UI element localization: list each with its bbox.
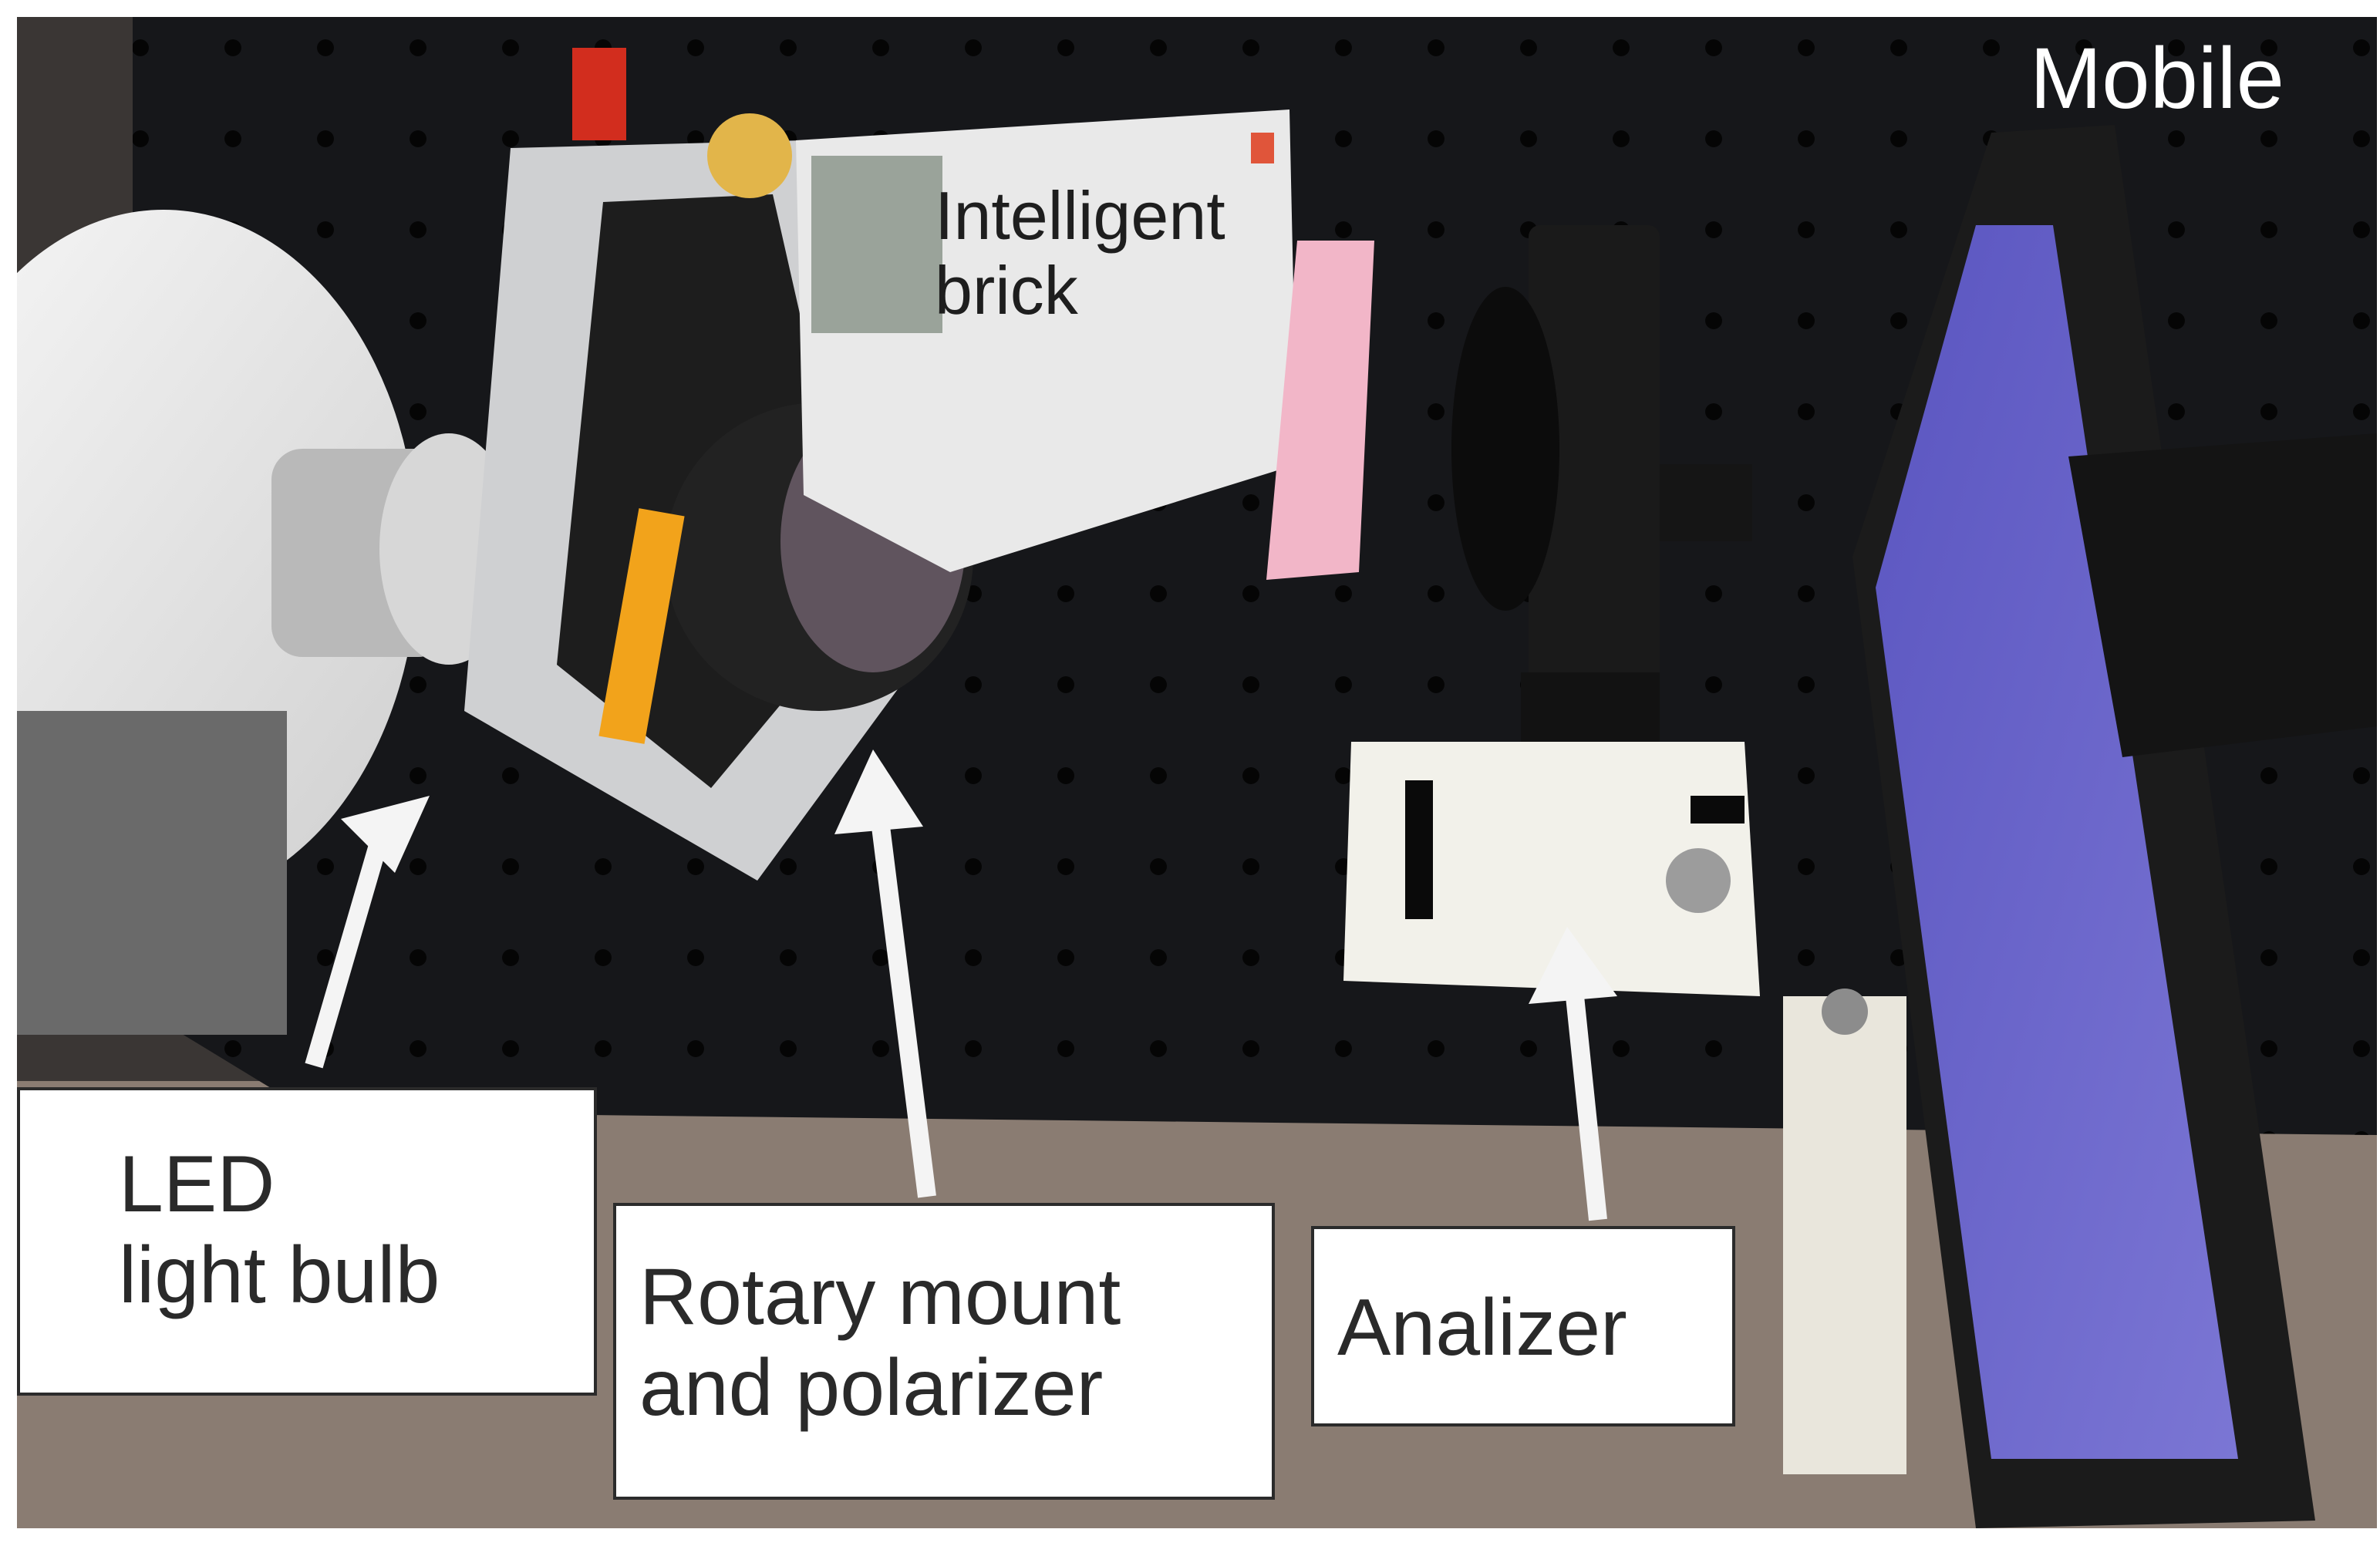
photo-illustration <box>17 17 2377 1528</box>
intelligent-brick <box>796 109 1374 580</box>
arrow-led-bulb-head <box>341 796 430 873</box>
arrow-led-bulb <box>305 816 395 1069</box>
intelligent-brick-label: Intelligent brick <box>935 177 1225 328</box>
arrow-analizer <box>1566 995 1607 1221</box>
mobile-label: Mobile <box>2030 30 2284 126</box>
analizer-label: Analizer <box>1337 1283 1627 1373</box>
arrow-analizer-head <box>1529 927 1617 1004</box>
arrow-rotary-mount <box>871 825 936 1198</box>
led-light-bulb-label: LED light bulb <box>119 1140 440 1320</box>
analizer-mount <box>1343 225 1760 996</box>
rotary-mount-label-box: Rotary mount and polarizer <box>613 1203 1275 1500</box>
rotary-mount-label: Rotary mount and polarizer <box>639 1252 1121 1433</box>
arrow-rotary-mount-head <box>834 749 923 834</box>
analizer-label-box: Analizer <box>1311 1226 1735 1426</box>
mobile-phone <box>1783 125 2377 1528</box>
led-light-bulb-label-box: LED light bulb <box>17 1087 597 1396</box>
optical-setup-photo: Mobile Intelligent brick <box>17 17 2377 1528</box>
arrows <box>305 749 1617 1221</box>
